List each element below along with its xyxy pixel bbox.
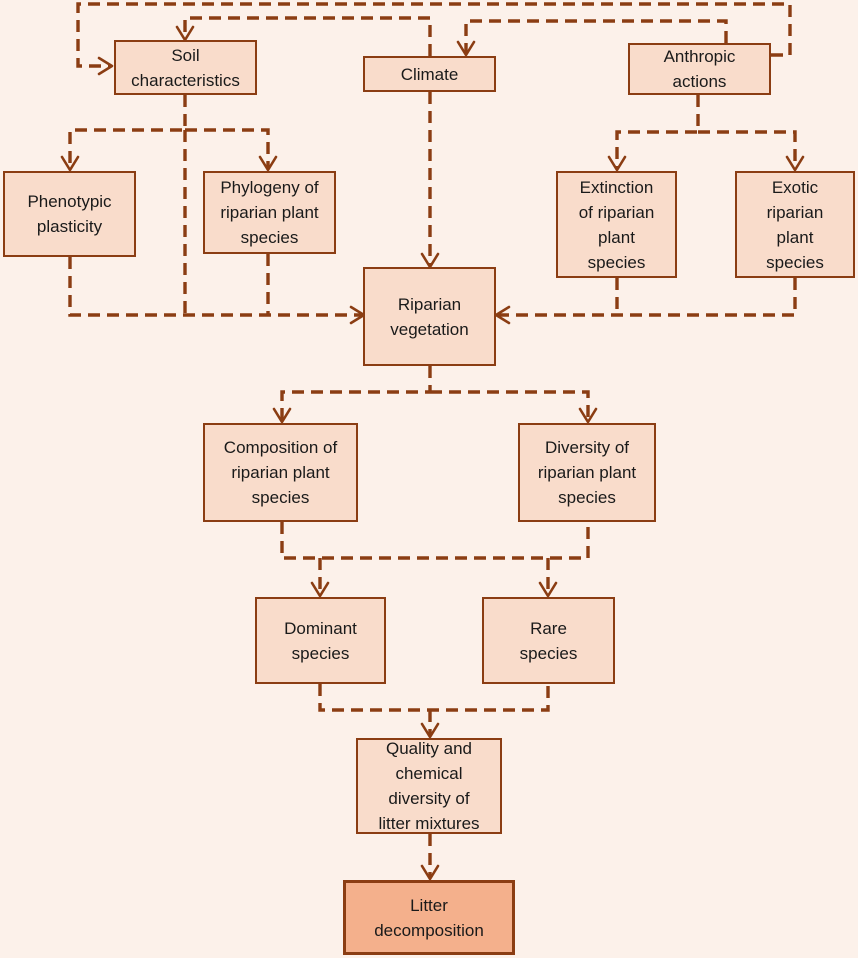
connector-to-species bbox=[280, 522, 590, 594]
node-phylogeny: Phylogeny of riparian plant species bbox=[203, 171, 336, 254]
connector-riparian-branch bbox=[280, 366, 590, 420]
node-quality-chemical-diversity: Quality and chemical diversity of litter… bbox=[356, 738, 502, 834]
arrowhead-extinction bbox=[607, 155, 627, 172]
node-label: Dominant species bbox=[284, 618, 357, 663]
arrowhead-quality bbox=[420, 722, 440, 739]
node-soil-characteristics: Soil characteristics bbox=[114, 40, 257, 95]
arrowhead-dominant bbox=[310, 581, 330, 598]
node-label: Litter decomposition bbox=[374, 895, 484, 940]
node-label: Quality and chemical diversity of litter… bbox=[378, 739, 480, 833]
node-label: Soil characteristics bbox=[131, 45, 240, 90]
node-extinction: Extinction of riparian plant species bbox=[556, 171, 677, 278]
node-label: Rare species bbox=[519, 618, 578, 663]
node-phenotypic-plasticity: Phenotypic plasticity bbox=[3, 171, 136, 257]
node-rare-species: Rare species bbox=[482, 597, 615, 684]
node-litter-decomposition: Litter decomposition bbox=[343, 880, 515, 955]
node-exotic: Exotic riparian plant species bbox=[735, 171, 855, 278]
connector-left-inputs bbox=[68, 254, 362, 317]
arrowhead-diversity bbox=[578, 407, 598, 424]
connector-right-inputs bbox=[496, 278, 797, 317]
node-climate: Climate bbox=[363, 56, 496, 92]
node-anthropic-actions: Anthropic actions bbox=[628, 43, 771, 95]
node-label: Exotic riparian plant species bbox=[766, 177, 824, 272]
arrowhead-rare bbox=[538, 581, 558, 598]
arrowhead-soil-left bbox=[97, 56, 114, 76]
connector-soil-branch bbox=[68, 95, 270, 315]
node-label: Diversity of riparian plant species bbox=[537, 438, 637, 507]
node-label: Anthropic actions bbox=[663, 47, 736, 91]
node-label: Extinction of riparian plant species bbox=[578, 177, 655, 272]
node-label: Phenotypic plasticity bbox=[27, 192, 112, 236]
connector-climate-to-soil bbox=[183, 16, 432, 56]
node-diversity: Diversity of riparian plant species bbox=[518, 423, 656, 522]
connector-anthropic-to-soil bbox=[76, 2, 792, 68]
arrowhead-composition bbox=[272, 407, 292, 424]
node-composition: Composition of riparian plant species bbox=[203, 423, 358, 522]
arrowhead-litter bbox=[420, 864, 440, 881]
node-riparian-vegetation: Riparian vegetation bbox=[363, 267, 496, 366]
node-label: Riparian vegetation bbox=[390, 294, 469, 339]
node-label: Phylogeny of riparian plant species bbox=[220, 178, 319, 247]
node-label: Composition of riparian plant species bbox=[223, 438, 338, 507]
arrowhead-phylogeny bbox=[258, 155, 278, 172]
connector-anthropic-to-climate bbox=[464, 19, 728, 53]
arrowhead-riparian-right bbox=[494, 305, 511, 325]
arrowhead-plasticity bbox=[60, 155, 80, 172]
node-label: Climate bbox=[400, 64, 459, 84]
connector-anthropic-branch bbox=[615, 95, 797, 168]
connector-to-quality bbox=[318, 684, 550, 735]
arrowhead-climate-top bbox=[456, 40, 476, 57]
node-dominant-species: Dominant species bbox=[255, 597, 386, 684]
arrowhead-exotic bbox=[785, 155, 805, 172]
